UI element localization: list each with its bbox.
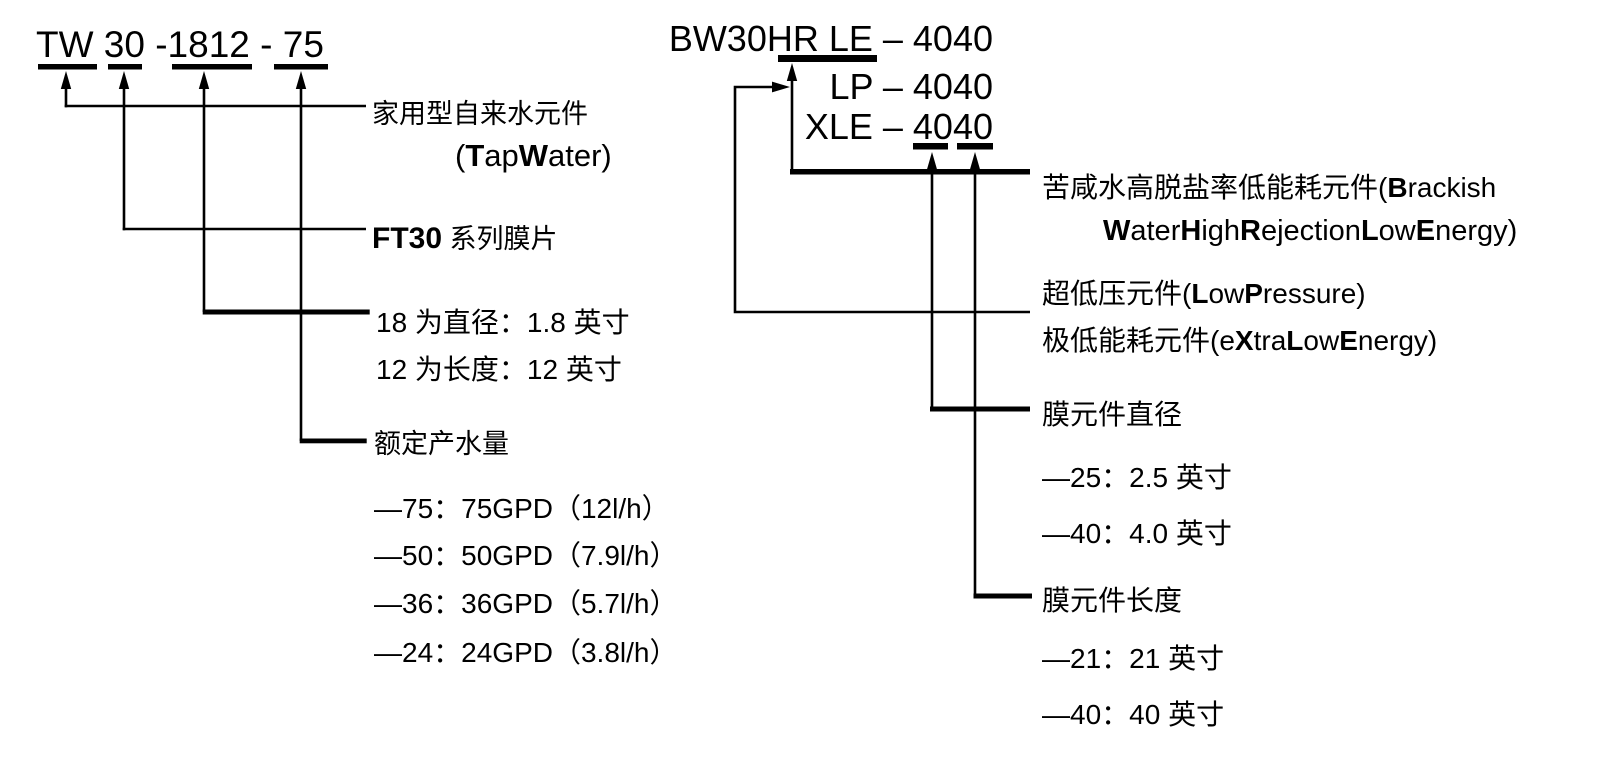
brackish-ater: ater — [1130, 215, 1181, 247]
branch-line-element-diameter — [930, 406, 1030, 412]
label-tapwater-en: (TapWater) — [455, 138, 612, 174]
low-pressure-bold-p: P — [1244, 278, 1263, 309]
label-diameter-option-25: —25：2.5 英寸 — [1042, 462, 1232, 493]
label-ft30-series: FT30 系列膜片 — [372, 217, 558, 256]
arrow-up-75-icon — [295, 71, 307, 89]
right-model-code-xle: XLE – 4040 — [804, 106, 993, 147]
label-flow-option-36: —36：36GPD（5.7l/h） — [374, 588, 678, 619]
arrow-up-length-icon — [969, 152, 981, 170]
brackish-rackish: rackish — [1407, 172, 1497, 203]
brackish-ow: ow — [1378, 215, 1416, 247]
brackish-cn: 苦咸水高脱盐率低能耗元件( — [1042, 172, 1388, 203]
xle-nergy: nergy) — [1357, 325, 1438, 356]
xle-bold-x: X — [1234, 325, 1254, 356]
underline-40-first — [913, 143, 948, 150]
leader-elbow-lp-xle — [733, 85, 1030, 314]
branch-line-brackish — [790, 169, 1030, 175]
label-element-length-title: 膜元件长度 — [1042, 585, 1183, 616]
arrow-up-1812-icon — [198, 71, 210, 89]
brackish-igh: igh — [1201, 215, 1241, 247]
xle-ow: ow — [1303, 325, 1340, 356]
label-rated-flow-title: 额定产水量 — [374, 429, 509, 459]
right-model-code-bw30hrle: BW30HR LE – 4040 — [668, 18, 993, 59]
brackish-bold-l: L — [1360, 215, 1379, 247]
brackish-ejection: ejection — [1260, 215, 1361, 247]
label-xtra-low-energy: 极低能耗元件(eXtraLowEnergy) — [1042, 319, 1437, 359]
low-pressure-cn: 超低压元件( — [1042, 278, 1192, 309]
underline-1812 — [172, 64, 252, 70]
underline-75 — [274, 64, 328, 70]
label-tapwater-cn: 家用型自来水元件 — [372, 99, 588, 129]
tapwater-open-paren: ( — [455, 138, 466, 173]
label-brackish-line1: 苦咸水高脱盐率低能耗元件(Brackish — [1042, 166, 1496, 206]
low-pressure-ow: ow — [1208, 278, 1245, 309]
label-length-option-21: —21：21 英寸 — [1042, 643, 1225, 674]
brackish-bold-b: B — [1387, 172, 1408, 203]
label-length-option-40: —40：40 英寸 — [1042, 699, 1225, 730]
ft30-bold: FT30 — [372, 222, 443, 255]
right-model-code-lp: LP – 4040 — [829, 66, 994, 107]
underline-hr-le — [778, 55, 877, 62]
label-diameter-18: 18 为直径：1.8 英寸 — [376, 307, 630, 338]
underline-tw — [38, 64, 97, 70]
branch-line-element-length — [973, 593, 1032, 599]
xle-tra: tra — [1253, 325, 1287, 356]
label-flow-option-50: —50：50GPD（7.9l/h） — [374, 540, 678, 571]
label-low-pressure: 超低压元件(LowPressure) — [1042, 272, 1366, 312]
tapwater-bold-w: W — [518, 138, 549, 173]
underline-40-second — [957, 143, 993, 150]
label-flow-option-75: —75：75GPD（12l/h） — [374, 493, 670, 524]
xle-cn: 极低能耗元件(e — [1042, 325, 1235, 356]
brackish-bold-w: W — [1103, 215, 1131, 247]
underline-30 — [108, 64, 142, 70]
arrow-up-hr-le-icon — [786, 63, 798, 81]
arrow-up-diameter-icon — [926, 152, 938, 170]
tapwater-bold-t: T — [465, 138, 485, 173]
arrow-up-tw-icon — [60, 71, 72, 89]
label-brackish-line2: WaterHighRejectionLowEnergy) — [1103, 215, 1517, 248]
branch-line-flow-left — [299, 438, 367, 444]
left-model-code: TW 30 -1812 - 75 — [36, 24, 324, 65]
ft30-series-cn: 系列膜片 — [442, 224, 558, 254]
label-length-12: 12 为长度：12 英寸 — [376, 354, 622, 385]
brackish-nergy: nergy) — [1435, 215, 1518, 247]
brackish-bold-e: E — [1415, 215, 1436, 247]
arrow-up-30-icon — [118, 71, 130, 89]
label-element-diameter-title: 膜元件直径 — [1042, 399, 1183, 430]
brackish-bold-r: R — [1240, 215, 1261, 247]
branch-line-diameter-left — [202, 309, 370, 315]
tapwater-ap: ap — [484, 138, 519, 173]
label-flow-option-24: —24：24GPD（3.8l/h） — [374, 637, 678, 668]
low-pressure-ressure: ressure) — [1262, 278, 1366, 309]
arrow-right-lp-xle-icon — [772, 81, 790, 93]
brackish-bold-h: H — [1180, 215, 1202, 247]
low-pressure-bold-l: L — [1191, 278, 1209, 309]
xle-bold-l: L — [1286, 325, 1304, 356]
label-diameter-option-40: —40：4.0 英寸 — [1042, 518, 1232, 549]
tapwater-ater: ater) — [548, 138, 612, 173]
xle-bold-e: E — [1339, 325, 1358, 356]
